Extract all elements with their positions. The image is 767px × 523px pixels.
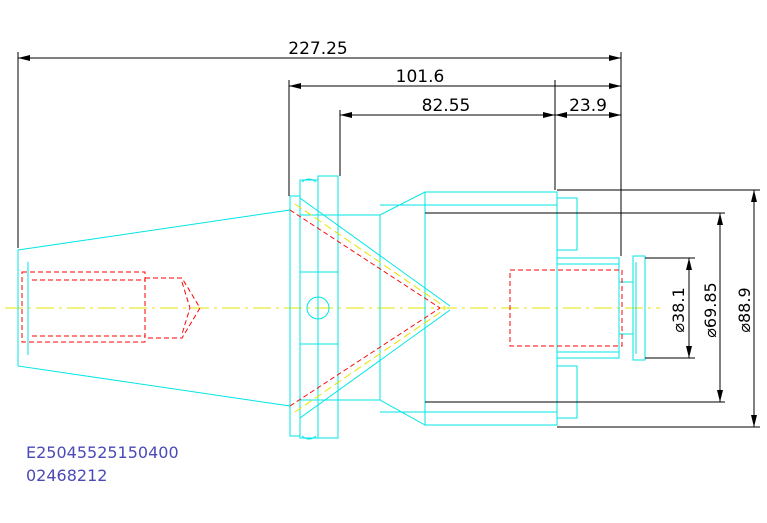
channel-bottom-a <box>299 309 451 419</box>
arrow-nose-dia-top <box>717 213 723 225</box>
part-code-line1: E25045525150400 <box>26 443 179 462</box>
dim-body-length: 82.55 <box>422 96 471 116</box>
flange-groove <box>299 179 319 439</box>
tool-holder-outline <box>17 175 646 440</box>
channel-center-top <box>294 203 446 308</box>
body-main <box>379 191 558 426</box>
arrowheads <box>18 55 757 427</box>
hidden-features <box>21 209 623 407</box>
dimension-lines <box>17 52 760 428</box>
flange-groove-arc-top <box>301 178 317 183</box>
arrow-bore-bottom <box>686 346 692 358</box>
dim-nose-length: 23.9 <box>569 96 607 116</box>
dim-overall-length: 227.25 <box>288 39 347 59</box>
arrow-nose-dia-bottom <box>717 390 723 402</box>
arrow-body-dia-bottom <box>751 415 757 427</box>
arrow-nose-right <box>609 112 621 118</box>
thread-bore <box>21 271 146 343</box>
channel-bottom-b <box>289 307 441 407</box>
arrow-nose-left <box>555 112 567 118</box>
channel-center-bottom <box>294 308 446 413</box>
dim-bore-diameter: ⌀38.1 <box>669 287 688 332</box>
arrow-body-dia-top <box>751 190 757 202</box>
flange-groove-arc-bottom <box>301 435 317 440</box>
collet-face <box>632 255 646 361</box>
body-neck <box>337 214 381 401</box>
arrow-overall-left <box>18 55 30 61</box>
arrow-overall-right <box>609 55 621 61</box>
dim-nose-diameter: ⌀69.85 <box>701 282 720 337</box>
arrow-body-right <box>543 112 555 118</box>
drill-cone-inner <box>181 281 191 335</box>
channel-top-a <box>299 197 451 307</box>
dim-flange-to-end: 101.6 <box>396 67 445 87</box>
channel-centerlines <box>294 203 446 413</box>
drill-point <box>145 277 201 339</box>
channel-top-b <box>289 209 441 309</box>
arrow-flange-left <box>289 83 301 89</box>
part-code-line2: 02468212 <box>26 466 107 485</box>
arrow-flange-right <box>609 83 621 89</box>
dim-body-diameter: ⌀88.9 <box>735 287 754 332</box>
arrow-body-left <box>340 112 352 118</box>
nose-block-bottom <box>556 365 578 419</box>
nose-block-top <box>556 197 578 251</box>
arrow-bore-top <box>686 258 692 270</box>
key-hole <box>306 296 330 320</box>
collet-bore <box>509 269 623 347</box>
